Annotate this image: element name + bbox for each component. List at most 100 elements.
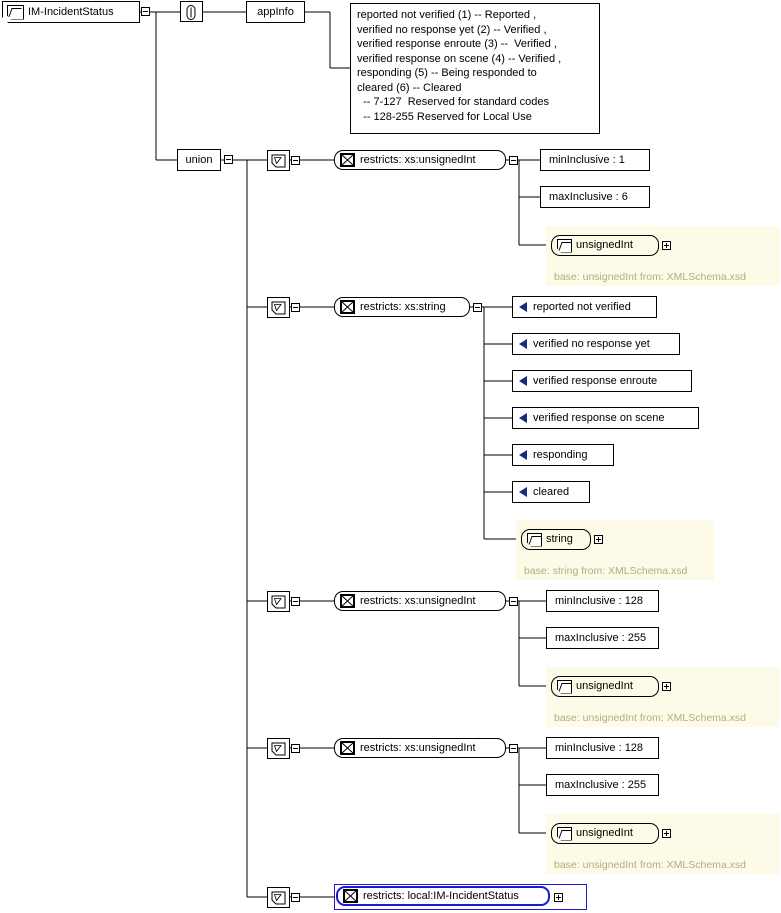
simple-type-icon bbox=[271, 595, 286, 609]
base-type-1-expand[interactable] bbox=[662, 241, 671, 250]
appinfo-text: reported not verified (1) -- Reported , … bbox=[357, 9, 562, 123]
enumeration-arrow-icon bbox=[519, 487, 527, 497]
annotation-icon bbox=[186, 5, 196, 20]
union-node[interactable]: union bbox=[177, 149, 221, 171]
enumeration-arrow-icon bbox=[519, 413, 527, 423]
simple-type-4-toggle[interactable] bbox=[291, 744, 300, 753]
base-type-node-1[interactable]: unsignedInt bbox=[551, 235, 659, 256]
root-collapse-toggle[interactable] bbox=[141, 7, 150, 16]
restriction-node-4[interactable]: restricts: xs:unsignedInt bbox=[334, 738, 506, 758]
facet-min-inclusive-4[interactable]: minInclusive : 128 bbox=[546, 737, 659, 759]
simple-type-2-toggle[interactable] bbox=[291, 303, 300, 312]
enumeration-label: verified response enroute bbox=[533, 374, 658, 387]
enumeration-arrow-icon bbox=[519, 376, 527, 386]
base-type-4-expand[interactable] bbox=[662, 829, 671, 838]
base-type-node-3[interactable]: unsignedInt bbox=[551, 676, 659, 697]
base-type-3-expand[interactable] bbox=[662, 682, 671, 691]
facet-label: minInclusive : 1 bbox=[549, 153, 625, 166]
base-type-node-2[interactable]: string bbox=[521, 529, 591, 550]
simple-type-icon bbox=[271, 154, 286, 168]
enumeration-arrow-icon bbox=[519, 302, 527, 312]
enumeration-2[interactable]: verified no response yet bbox=[512, 333, 680, 355]
simple-type-node-2[interactable] bbox=[267, 297, 290, 318]
root-element-label: IM-IncidentStatus bbox=[28, 5, 114, 18]
simple-type-icon bbox=[271, 891, 286, 905]
facet-min-inclusive-3[interactable]: minInclusive : 128 bbox=[546, 590, 659, 612]
restriction-3-toggle[interactable] bbox=[509, 597, 518, 606]
base-type-caption-4: base: unsignedInt from: XMLSchema.xsd bbox=[554, 859, 747, 871]
enumeration-label: reported not verified bbox=[533, 300, 631, 313]
enumeration-arrow-icon bbox=[519, 450, 527, 460]
base-type-label-4: unsignedInt bbox=[576, 827, 633, 839]
base-type-label-3: unsignedInt bbox=[576, 680, 633, 692]
enumeration-5[interactable]: responding bbox=[512, 444, 614, 466]
restriction-node-1[interactable]: restricts: xs:unsignedInt bbox=[334, 150, 506, 170]
union-label: union bbox=[185, 153, 213, 166]
simple-type-icon bbox=[557, 239, 572, 253]
appinfo-text-box: reported not verified (1) -- Reported , … bbox=[350, 3, 600, 134]
base-type-2-expand[interactable] bbox=[594, 535, 603, 544]
simple-type-node-5[interactable] bbox=[267, 887, 290, 908]
simple-type-node-1[interactable] bbox=[267, 150, 290, 171]
restriction-node-5[interactable]: restricts: local:IM-IncidentStatus bbox=[336, 886, 550, 906]
facet-label: minInclusive : 128 bbox=[555, 741, 644, 754]
base-type-label-2: string bbox=[546, 533, 573, 545]
root-element-node[interactable]: IM-IncidentStatus bbox=[2, 1, 140, 23]
facet-min-inclusive-1[interactable]: minInclusive : 1 bbox=[540, 149, 650, 171]
enumeration-label: verified no response yet bbox=[533, 337, 650, 350]
element-icon bbox=[7, 5, 24, 20]
simple-type-icon bbox=[557, 827, 572, 841]
restriction-node-2[interactable]: restricts: xs:string bbox=[334, 297, 470, 317]
union-collapse-toggle[interactable] bbox=[224, 155, 233, 164]
base-type-caption-1: base: unsignedInt from: XMLSchema.xsd bbox=[554, 271, 747, 283]
restriction-node-3[interactable]: restricts: xs:unsignedInt bbox=[334, 591, 506, 611]
restriction-icon bbox=[340, 594, 355, 608]
base-type-label-1: unsignedInt bbox=[576, 239, 633, 251]
restriction-icon bbox=[340, 741, 355, 755]
restriction-4-toggle[interactable] bbox=[509, 744, 518, 753]
restriction-icon bbox=[340, 153, 355, 167]
facet-label: maxInclusive : 6 bbox=[549, 190, 628, 203]
facet-max-inclusive-1[interactable]: maxInclusive : 6 bbox=[540, 186, 650, 208]
enumeration-1[interactable]: reported not verified bbox=[512, 296, 657, 318]
appinfo-node[interactable]: appInfo bbox=[246, 1, 305, 23]
base-type-caption-2: base: string from: XMLSchema.xsd bbox=[524, 565, 688, 577]
restriction-2-toggle[interactable] bbox=[473, 303, 482, 312]
selection-outline bbox=[334, 884, 587, 910]
base-type-node-4[interactable]: unsignedInt bbox=[551, 823, 659, 844]
enumeration-arrow-icon bbox=[519, 339, 527, 349]
enumeration-label: responding bbox=[533, 448, 588, 461]
simple-type-5-toggle[interactable] bbox=[291, 893, 300, 902]
enumeration-label: verified response on scene bbox=[533, 411, 665, 424]
facet-max-inclusive-4[interactable]: maxInclusive : 255 bbox=[546, 774, 659, 796]
facet-max-inclusive-3[interactable]: maxInclusive : 255 bbox=[546, 627, 659, 649]
restriction-label-5: restricts: local:IM-IncidentStatus bbox=[363, 889, 519, 902]
restriction-label-1: restricts: xs:unsignedInt bbox=[360, 153, 476, 166]
enumeration-label: cleared bbox=[533, 485, 570, 498]
facet-label: maxInclusive : 255 bbox=[555, 778, 647, 791]
facet-label: maxInclusive : 255 bbox=[555, 631, 647, 644]
restriction-5-expand[interactable] bbox=[554, 893, 563, 902]
restriction-label-4: restricts: xs:unsignedInt bbox=[360, 741, 476, 754]
restriction-icon bbox=[340, 300, 355, 314]
enumeration-4[interactable]: verified response on scene bbox=[512, 407, 699, 429]
appinfo-label: appInfo bbox=[257, 5, 294, 18]
simple-type-3-toggle[interactable] bbox=[291, 597, 300, 606]
simple-type-node-4[interactable] bbox=[267, 738, 290, 759]
simple-type-node-3[interactable] bbox=[267, 591, 290, 612]
simple-type-1-toggle[interactable] bbox=[291, 156, 300, 165]
simple-type-icon bbox=[557, 680, 572, 694]
restriction-1-toggle[interactable] bbox=[509, 156, 518, 165]
facet-label: minInclusive : 128 bbox=[555, 594, 644, 607]
restriction-label-2: restricts: xs:string bbox=[360, 300, 446, 313]
simple-type-icon bbox=[527, 533, 542, 547]
restriction-label-3: restricts: xs:unsignedInt bbox=[360, 594, 476, 607]
simple-type-icon bbox=[271, 301, 286, 315]
simple-type-icon bbox=[271, 742, 286, 756]
enumeration-6[interactable]: cleared bbox=[512, 481, 590, 503]
annotation-node[interactable] bbox=[180, 1, 203, 22]
restriction-icon bbox=[343, 889, 358, 903]
enumeration-3[interactable]: verified response enroute bbox=[512, 370, 692, 392]
